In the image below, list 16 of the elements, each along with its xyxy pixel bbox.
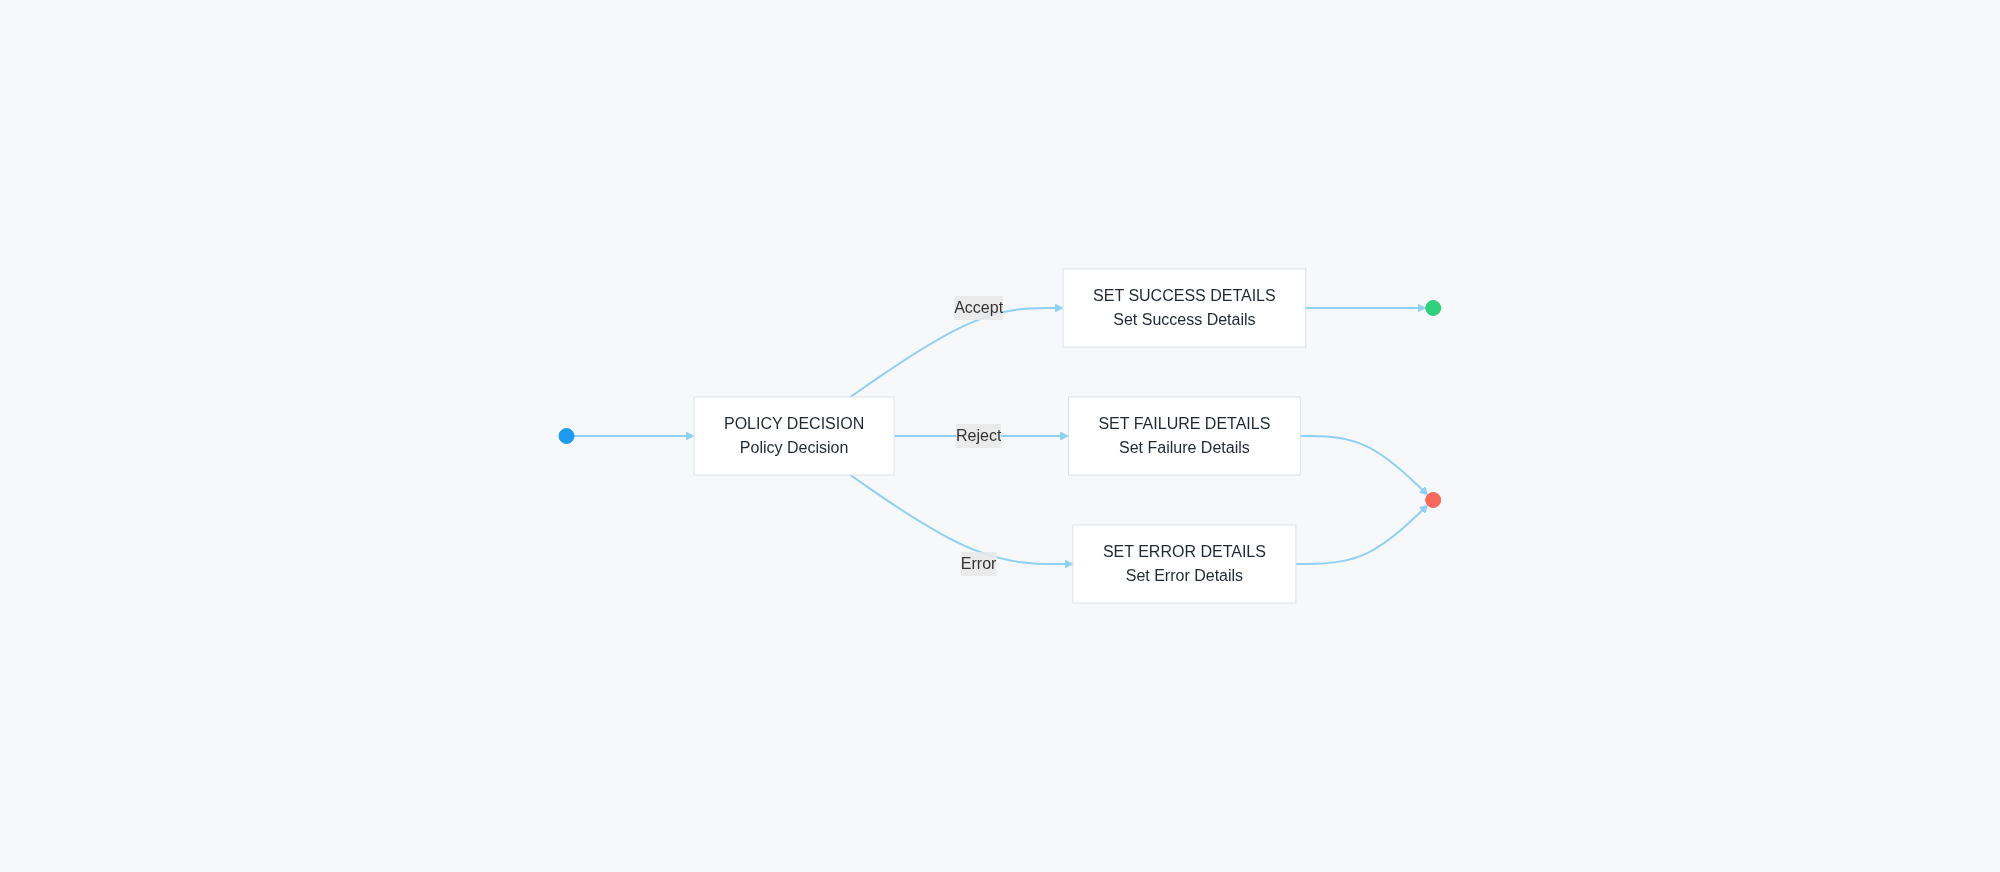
arrow bbox=[849, 303, 1064, 398]
node-box: SET ERROR DETAILS Set Error Details bbox=[1072, 524, 1297, 604]
arrow bbox=[849, 474, 1074, 569]
node-circle bbox=[558, 428, 575, 444]
edge-label: Accept bbox=[954, 299, 1004, 316]
node-box: POLICY DECISION Policy Decision bbox=[693, 396, 895, 476]
node-box: SET FAILURE DETAILS Set Failure Details bbox=[1068, 396, 1301, 476]
edge-label: Error bbox=[961, 555, 997, 572]
node-circle bbox=[1425, 300, 1442, 316]
arrow bbox=[1299, 435, 1429, 496]
edge-label: Reject bbox=[956, 427, 1002, 444]
arrow bbox=[1295, 504, 1429, 565]
node-circle bbox=[1425, 492, 1442, 508]
node-box: SET SUCCESS DETAILS Set Success Details bbox=[1062, 268, 1307, 348]
arrow bbox=[573, 431, 695, 441]
arrow bbox=[1304, 303, 1427, 313]
